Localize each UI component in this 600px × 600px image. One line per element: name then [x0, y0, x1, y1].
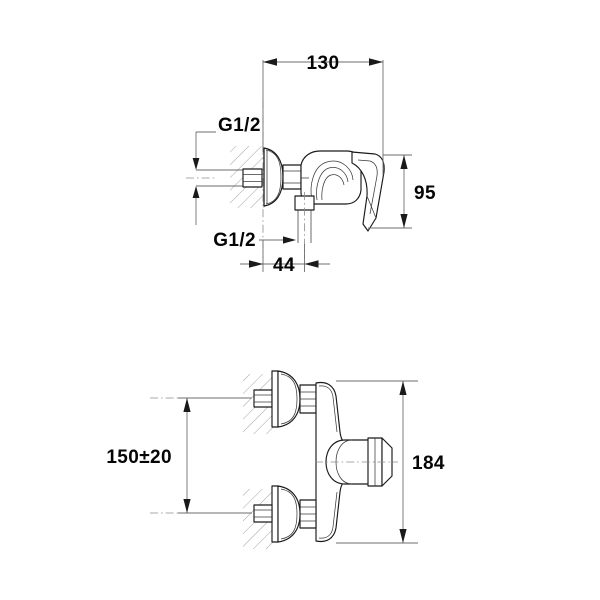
dimension-184-label: 184 [412, 453, 445, 474]
dimension-95: 95 [368, 154, 436, 229]
inlet-pipe-side [196, 168, 263, 188]
lever-handle-side [351, 151, 385, 232]
escutcheon-front-upper [271, 370, 301, 428]
body-sleeve-side [282, 164, 302, 190]
dimension-150pm20-label: 150±20 [106, 447, 172, 468]
dimension-184: 184 [336, 380, 445, 544]
dimension-44: 44 [240, 240, 330, 276]
front-elevation-view: 150±20 184 [106, 370, 445, 549]
escutcheon-front-lower [271, 485, 301, 543]
inlet-nipple-front-upper [150, 389, 273, 408]
dimension-150pm20: 150±20 [106, 397, 252, 514]
connector-nut-front-lower [299, 499, 317, 529]
annotation-g12-outlet: G1/2 [213, 230, 296, 251]
dimension-95-label: 95 [414, 183, 436, 204]
dimension-130: 130 [262, 53, 384, 175]
annotation-g12-inlet-label: G1/2 [218, 115, 261, 136]
side-elevation-view: 130 95 44 [186, 53, 436, 276]
annotation-g12-outlet-label: G1/2 [213, 230, 256, 251]
dimension-44-label: 44 [273, 255, 295, 276]
connector-nut-front-upper [299, 384, 317, 414]
escutcheon-side [263, 147, 284, 207]
annotation-g12-inlet: G1/2 [192, 115, 261, 225]
lever-handle-front [315, 437, 398, 487]
dimension-130-label: 130 [307, 53, 340, 74]
inlet-nipple-front-lower [150, 504, 273, 523]
inlet-nipple [242, 168, 263, 188]
